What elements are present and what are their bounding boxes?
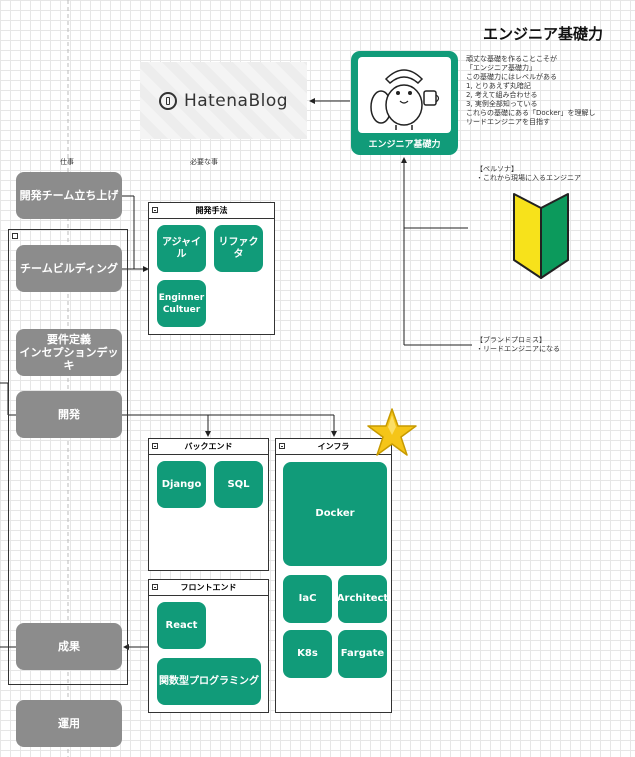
panel-collapse-icon[interactable] — [279, 443, 285, 449]
hatena-logo-icon — [158, 91, 177, 110]
work-item-result[interactable]: 成果 — [16, 623, 122, 670]
infra-item-docker[interactable]: Docker — [283, 462, 387, 566]
persona-line: 【ペルソナ】 — [476, 165, 518, 173]
infra-item-fargate[interactable]: Fargate — [338, 630, 387, 678]
infra-item-iac[interactable]: IaC — [283, 575, 332, 623]
mascot-card[interactable]: エンジニア基礎力 — [351, 51, 458, 155]
frame-collapse-icon[interactable] — [12, 233, 18, 239]
frontend-item-functional-programming[interactable]: 関数型プログラミング — [157, 658, 261, 705]
brand-promise-text: 【ブランドプロミス】 ・リードエンジニアになる — [476, 336, 560, 354]
column-label-work: 仕事 — [60, 158, 74, 166]
work-item-team-building[interactable]: チームビルディング — [16, 245, 122, 292]
intro-line: これらの基礎にある「Docker」を理解し — [466, 109, 596, 117]
work-item-requirements[interactable]: 要件定義 インセプションデッキ — [16, 329, 122, 376]
method-item-refactor[interactable]: リファクタ — [214, 225, 263, 272]
panel-title: バックエンド — [184, 442, 233, 451]
panel-title: 開発手法 — [195, 206, 228, 215]
intro-line: 「エンジニア基礎力」 — [466, 64, 536, 72]
beginner-mark-icon — [513, 193, 569, 279]
star-icon — [367, 408, 417, 456]
frontend-item-react[interactable]: React — [157, 602, 206, 649]
panel-backend: バックエンド Django SQL — [148, 438, 269, 571]
mascot-caption: エンジニア基礎力 — [368, 140, 441, 150]
page-title: エンジニア基礎力 — [483, 25, 604, 43]
intro-line: 3, 実例全部知っている — [466, 100, 538, 108]
column-label-needs: 必要な事 — [190, 158, 218, 166]
hatena-logo-text: HatenaBlog — [183, 90, 289, 111]
persona-line: ・これから現場に入るエンジニア — [476, 174, 581, 182]
intro-line: リードエンジニアを目指す — [466, 118, 550, 126]
panel-title: インフラ — [317, 442, 350, 451]
backend-item-sql[interactable]: SQL — [214, 461, 263, 508]
infra-item-k8s[interactable]: K8s — [283, 630, 332, 678]
panel-method: 開発手法 アジャイル リファクタ Enginner Cultuer — [148, 202, 275, 335]
work-item-team-start[interactable]: 開発チーム立ち上げ — [16, 172, 122, 219]
panel-collapse-icon[interactable] — [152, 584, 158, 590]
infra-item-architect[interactable]: Architect — [337, 575, 388, 623]
brand-promise-line: ・リードエンジニアになる — [476, 345, 560, 353]
panel-collapse-icon[interactable] — [152, 207, 158, 213]
panel-frontend: フロントエンド React 関数型プログラミング — [148, 579, 269, 713]
work-item-development[interactable]: 開発 — [16, 391, 122, 438]
intro-line: 頑丈な基礎を作ることこそが — [466, 55, 557, 63]
method-item-agile[interactable]: アジャイル — [157, 225, 206, 272]
work-group-frame — [8, 229, 128, 685]
panel-collapse-icon[interactable] — [152, 443, 158, 449]
intro-line: 2, 考えて組み合わせる — [466, 91, 538, 99]
beaver-icon — [370, 69, 440, 130]
panel-title: フロントエンド — [180, 583, 237, 592]
backend-item-django[interactable]: Django — [157, 461, 206, 508]
panel-infra: インフラ Docker IaC Architect K8s Fargate — [275, 438, 392, 713]
work-item-operation[interactable]: 運用 — [16, 700, 122, 747]
intro-text: 頑丈な基礎を作ることこそが 「エンジニア基礎力」 この基礎力にはレベルがある 1… — [466, 55, 596, 127]
method-item-engineer-culture[interactable]: Enginner Cultuer — [157, 280, 206, 327]
brand-promise-line: 【ブランドプロミス】 — [476, 336, 546, 344]
hatena-blog-logo[interactable]: HatenaBlog — [140, 62, 307, 139]
intro-line: この基礎力にはレベルがある — [466, 73, 557, 81]
persona-text: 【ペルソナ】 ・これから現場に入るエンジニア — [476, 165, 581, 183]
intro-line: 1, とりあえず丸暗記 — [466, 82, 531, 90]
mascot-image — [358, 57, 451, 133]
